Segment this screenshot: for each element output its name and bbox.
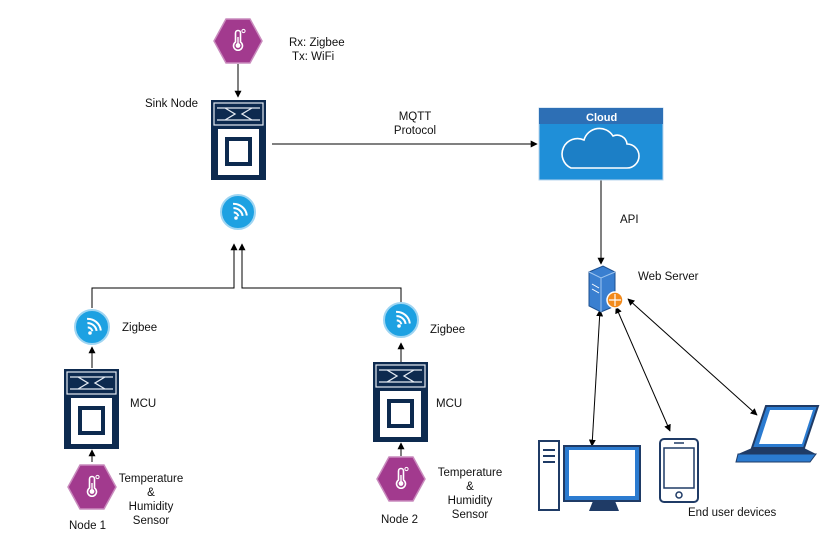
node1-thermometer-icon xyxy=(67,464,117,510)
sink-thermometer-icon xyxy=(213,18,263,64)
protocol-label: Protocol xyxy=(393,125,437,137)
end-user-devices-label: End user devices xyxy=(688,507,777,519)
node1-sensor-line2: & xyxy=(147,487,155,499)
node1-mcu-label: MCU xyxy=(130,398,157,410)
laptop-icon xyxy=(735,405,820,463)
node1-sensor-line3: Humidity xyxy=(128,501,174,513)
node2-sensor-line1: Temperature xyxy=(437,467,503,479)
node1-wifi-icon xyxy=(74,309,110,345)
cloud-title: Cloud xyxy=(586,112,618,124)
phone-icon xyxy=(659,438,699,503)
node2-label: Node 2 xyxy=(381,514,419,526)
cloud-icon xyxy=(538,107,664,181)
sink-node-label: Sink Node xyxy=(145,98,199,110)
server-icon xyxy=(588,265,624,313)
web-server-label: Web Server xyxy=(638,271,699,283)
node2-mcu-label: MCU xyxy=(436,398,463,410)
node1-label: Node 1 xyxy=(69,520,107,532)
sink-tx-label: Tx: WiFi xyxy=(292,51,335,63)
node2-zigbee-label: Zigbee xyxy=(430,324,466,336)
server-phone-link xyxy=(615,306,671,432)
node1-sensor-line4: Sensor xyxy=(132,515,170,527)
server-laptop-link xyxy=(627,298,758,416)
sink-node-box xyxy=(210,99,267,181)
sink-wifi-icon xyxy=(220,194,256,230)
api-label: API xyxy=(620,214,639,226)
node1-sensor-line1: Temperature xyxy=(118,473,184,485)
node2-sensor-line4: Sensor xyxy=(451,509,489,521)
node2-sensor-line3: Humidity xyxy=(447,495,493,507)
node1-mcu-box xyxy=(63,368,120,450)
mqtt-label: MQTT xyxy=(398,111,432,123)
node2-wifi-icon xyxy=(383,302,419,338)
node2-sensor-line2: & xyxy=(466,481,474,493)
sink-rx-label: Rx: Zigbee xyxy=(289,37,345,49)
node2-thermometer-icon xyxy=(376,456,426,502)
node1-bus-line xyxy=(91,243,238,308)
node2-mcu-box xyxy=(372,361,429,443)
server-desktop-link xyxy=(588,309,604,447)
node2-bus-line xyxy=(238,243,402,305)
node1-zigbee-label: Zigbee xyxy=(122,322,158,334)
desktop-icon xyxy=(538,440,641,511)
